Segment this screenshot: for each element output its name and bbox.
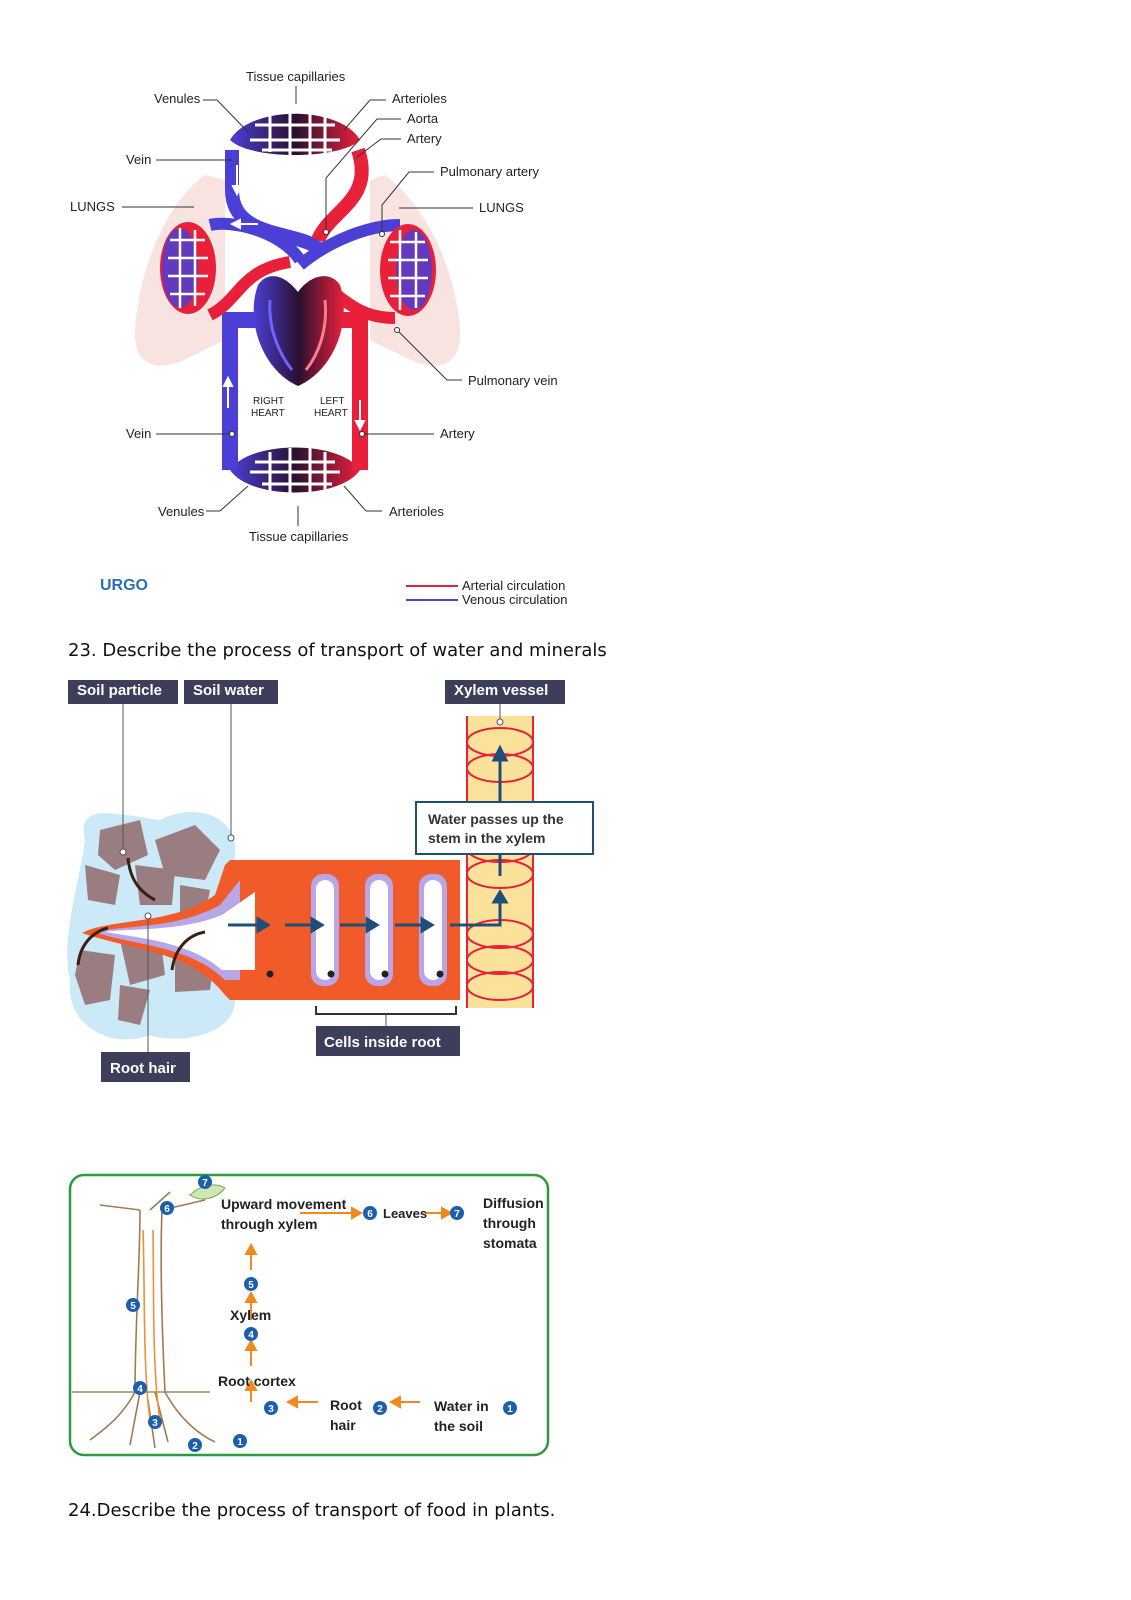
flow-root-hair-2: hair (330, 1417, 356, 1433)
flow-water-soil-1: Water in (434, 1398, 489, 1414)
step-circle-4-tree: 4 (133, 1381, 147, 1395)
soil-particle-label-box (68, 680, 178, 704)
bottom-capillary-bed (230, 447, 360, 493)
step-circle-7-top: 7 (198, 1175, 212, 1189)
svg-text:3: 3 (152, 1418, 158, 1429)
flow-diffusion-1: Diffusion (483, 1195, 544, 1211)
flow-diffusion-2: through (483, 1215, 536, 1231)
legend-venous-text: Venous circulation (462, 592, 568, 607)
soil-water-label-box (184, 680, 278, 704)
svg-text:7: 7 (454, 1209, 460, 1220)
pulmonary-vein-left (207, 256, 292, 321)
svg-text:5: 5 (130, 1301, 136, 1312)
label-tissue-capillaries-top: Tissue capillaries (246, 69, 346, 84)
soil-water-label: Soil water (193, 682, 264, 699)
heart (253, 276, 344, 386)
label-tissue-capillaries-bottom: Tissue capillaries (249, 529, 349, 544)
label-right-heart-1: RIGHT (253, 396, 284, 407)
svg-text:4: 4 (137, 1384, 143, 1395)
water-flow-diagram: 7 6 5 4 3 2 1 6 7 5 4 3 2 1 Upward movem… (68, 1173, 550, 1457)
svg-text:2: 2 (192, 1441, 198, 1452)
step-circle-5-tree: 5 (126, 1298, 140, 1312)
cells-inside-root-label-box (316, 1026, 460, 1056)
tree-illustration (89, 1191, 216, 1449)
step-circle-1-flow: 1 (503, 1401, 517, 1415)
flow-frame (68, 1173, 550, 1457)
label-venules-top: Venules (154, 91, 201, 106)
soil-particle-label: Soil particle (77, 682, 162, 699)
root-hair-label: Root hair (110, 1060, 176, 1077)
step-circle-6-flow: 6 (363, 1206, 377, 1220)
flow-diffusion-3: stomata (483, 1235, 537, 1251)
flow-xylem: Xylem (230, 1307, 271, 1323)
svg-text:3: 3 (268, 1404, 274, 1415)
question-23: 23. Describe the process of transport of… (68, 640, 607, 661)
svg-text:1: 1 (237, 1437, 243, 1448)
label-left-heart-2: HEART (314, 408, 348, 419)
pulmonary-artery-right (296, 219, 401, 270)
flow-leaves: Leaves (383, 1206, 427, 1221)
step-circle-3-flow: 3 (264, 1401, 278, 1415)
label-artery-top: Artery (407, 131, 442, 146)
root-cells (300, 862, 458, 998)
svg-text:6: 6 (367, 1209, 373, 1220)
svg-text:2: 2 (377, 1404, 383, 1415)
svg-text:1: 1 (507, 1404, 513, 1415)
svg-text:5: 5 (248, 1280, 254, 1291)
flow-upward-1: Upward movement (221, 1196, 347, 1212)
label-left-heart-1: LEFT (320, 396, 344, 407)
svg-text:4: 4 (248, 1330, 254, 1341)
root-hair-label-box (101, 1052, 190, 1082)
label-venules-bottom: Venules (158, 504, 205, 519)
step-circle-4-flow: 4 (244, 1327, 258, 1341)
urgo-logo: URGO (100, 577, 148, 594)
step-circle-2-tree: 2 (188, 1438, 202, 1452)
xylem-note-line-1: Water passes up the (428, 811, 564, 827)
step-circle-2-flow: 2 (373, 1401, 387, 1415)
xylem-note-box (415, 801, 594, 855)
label-right-heart-2: HEART (251, 408, 285, 419)
label-arterioles-top: Arterioles (392, 91, 447, 106)
label-aorta: Aorta (407, 111, 439, 126)
step-circle-5-flow: 5 (244, 1277, 258, 1291)
pulmonary-artery-left (208, 217, 305, 264)
artery-right-loop (311, 147, 369, 244)
label-vein-bottom: Vein (126, 426, 151, 441)
flow-water-soil-2: the soil (434, 1418, 483, 1434)
xylem-vessel-label: Xylem vessel (454, 682, 548, 699)
question-24: 24.Describe the process of transport of … (68, 1500, 556, 1521)
legend-arterial-text: Arterial circulation (462, 578, 565, 593)
flow-root-cortex: Root cortex (218, 1373, 296, 1389)
label-vein-top: Vein (126, 152, 151, 167)
label-artery-bottom: Artery (440, 426, 475, 441)
step-circle-7-flow: 7 (450, 1206, 464, 1220)
label-arterioles-bottom: Arterioles (389, 504, 444, 519)
xylem-vessel-label-box (445, 680, 565, 704)
xylem-note-line-2: stem in the xylem (428, 830, 546, 846)
circulation-diagram: Tissue capillaries Venules Arterioles Ao… (70, 69, 568, 607)
label-lungs-right: LUNGS (479, 200, 524, 215)
flow-root-hair-1: Root (330, 1397, 362, 1413)
label-pulmonary-vein: Pulmonary vein (468, 373, 558, 388)
cells-inside-root-label: Cells inside root (324, 1034, 441, 1051)
label-pulmonary-artery: Pulmonary artery (440, 164, 539, 179)
step-circle-6-tree: 6 (160, 1201, 174, 1215)
svg-text:7: 7 (202, 1178, 208, 1189)
label-lungs-left: LUNGS (70, 199, 115, 214)
vena-cava (222, 312, 262, 470)
step-circle-1-tree: 1 (233, 1434, 247, 1448)
flow-upward-2: through xylem (221, 1216, 317, 1232)
svg-text:6: 6 (164, 1204, 170, 1215)
step-circle-3-tree: 3 (148, 1415, 162, 1429)
root-water-diagram: Soil particle Soil water Xylem vessel Ce… (67, 680, 594, 1082)
